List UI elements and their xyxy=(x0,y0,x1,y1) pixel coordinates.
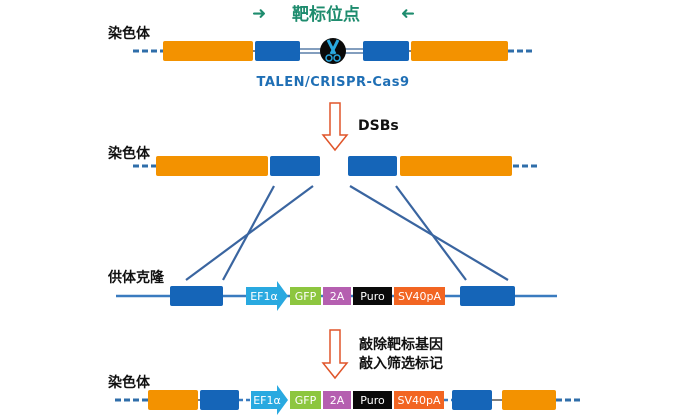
target-site-title: ➜ 靶标位点 ➜ xyxy=(252,4,415,25)
ef1a-promoter-arrow xyxy=(246,281,288,311)
gfp-label: GFP xyxy=(295,290,317,303)
homology-arm-blue xyxy=(270,156,320,176)
sv40pa-block xyxy=(394,391,444,409)
dsb-label: DSBs xyxy=(358,118,399,134)
chromosome-row-1: 染色体 xyxy=(108,25,533,64)
title-text: 靶标位点 xyxy=(292,4,360,25)
knockin-label: 敲入筛选标记 xyxy=(359,355,443,372)
sv40pa-label: SV40pA xyxy=(398,290,441,303)
crossover-line xyxy=(349,185,509,281)
gfp-block xyxy=(290,391,321,409)
homology-arm-blue xyxy=(460,286,515,306)
cassette-donor: EF1α GFP 2A Puro SV40pA xyxy=(246,281,445,311)
homology-arm-blue xyxy=(200,390,239,410)
donor-clone-row: 供体克隆 EF1α GFP 2A Puro SV40pA xyxy=(107,269,557,311)
right-arrow-icon: ➜ xyxy=(252,4,266,24)
2a-label: 2A xyxy=(330,394,345,407)
down-arrow-icon xyxy=(321,329,349,380)
puro-block xyxy=(353,287,392,305)
exon-orange xyxy=(502,390,556,410)
chromosome-label: 染色体 xyxy=(108,374,151,391)
homology-arm-blue xyxy=(170,286,223,306)
chromosome-row-2: 染色体 xyxy=(108,145,537,176)
exon-orange xyxy=(156,156,268,176)
homologous-recombination-lines xyxy=(185,185,509,281)
2a-label: 2A xyxy=(330,290,345,303)
gfp-block xyxy=(290,287,321,305)
scissors-icon xyxy=(320,38,346,64)
gfp-label: GFP xyxy=(295,394,317,407)
ef1a-label: EF1α xyxy=(253,394,281,407)
crossover-line xyxy=(185,185,314,281)
puro-block xyxy=(353,391,392,409)
down-arrow-icon xyxy=(321,102,349,152)
homology-arm-blue xyxy=(452,390,492,410)
2a-block xyxy=(323,391,351,409)
exon-orange xyxy=(400,156,512,176)
2a-block xyxy=(323,287,351,305)
knockout-label: 敲除靶标基因 xyxy=(359,336,443,353)
exon-orange xyxy=(148,390,198,410)
ef1a-promoter-arrow xyxy=(251,385,288,415)
homology-arm-blue xyxy=(363,41,409,61)
exon-orange xyxy=(411,41,508,61)
chromosome-row-edited: 染色体 EF1α GFP 2A Puro SV40pA xyxy=(108,374,582,415)
puro-label: Puro xyxy=(360,394,385,407)
crossover-line xyxy=(395,185,467,281)
left-arrow-icon: ➜ xyxy=(401,4,415,24)
sv40pa-label: SV40pA xyxy=(397,394,440,407)
cassette-integrated: EF1α GFP 2A Puro SV40pA xyxy=(251,385,444,415)
homology-arm-blue xyxy=(348,156,397,176)
donor-label: 供体克隆 xyxy=(107,269,165,286)
homology-arm-blue xyxy=(255,41,300,61)
ef1a-label: EF1α xyxy=(250,290,278,303)
chromosome-label: 染色体 xyxy=(108,25,151,42)
nuclease-tool-label: TALEN/CRISPR-Cas9 xyxy=(257,75,410,90)
puro-label: Puro xyxy=(360,290,385,303)
sv40pa-block xyxy=(394,287,445,305)
exon-orange xyxy=(163,41,253,61)
chromosome-label: 染色体 xyxy=(108,145,151,162)
